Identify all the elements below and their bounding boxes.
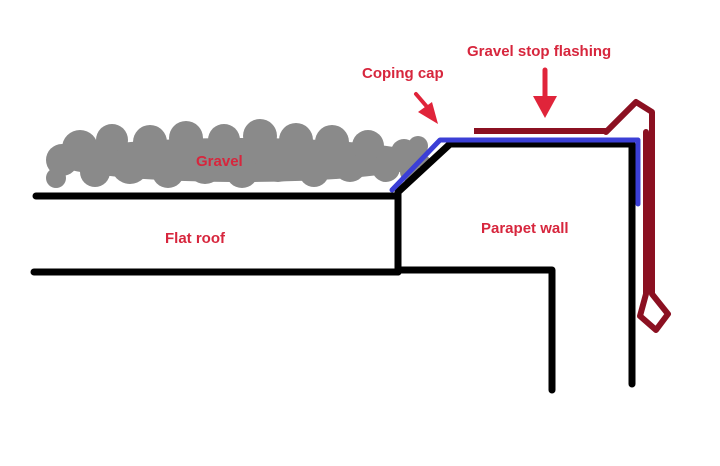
parapet-wall-label: Parapet wall [481,220,569,237]
gravel-stop-flashing-arrow [533,67,557,118]
coping-cap-line [389,137,641,207]
coping-cap-label: Coping cap [362,65,444,82]
flashing-edge-line [603,99,671,333]
gravel-pile [46,119,430,188]
coping-cap-arrow [414,92,438,124]
parapet-top-outline [394,140,636,388]
flat-roof-label: Flat roof [165,230,226,247]
flashing-top-strip [474,128,608,134]
gravel-stop-flashing-label: Gravel stop flashing [467,43,611,60]
gravel-stop-flashing [474,99,671,333]
gravel-label: Gravel [196,153,243,170]
lower-wall-outline [394,266,556,394]
building-structure [30,140,636,394]
